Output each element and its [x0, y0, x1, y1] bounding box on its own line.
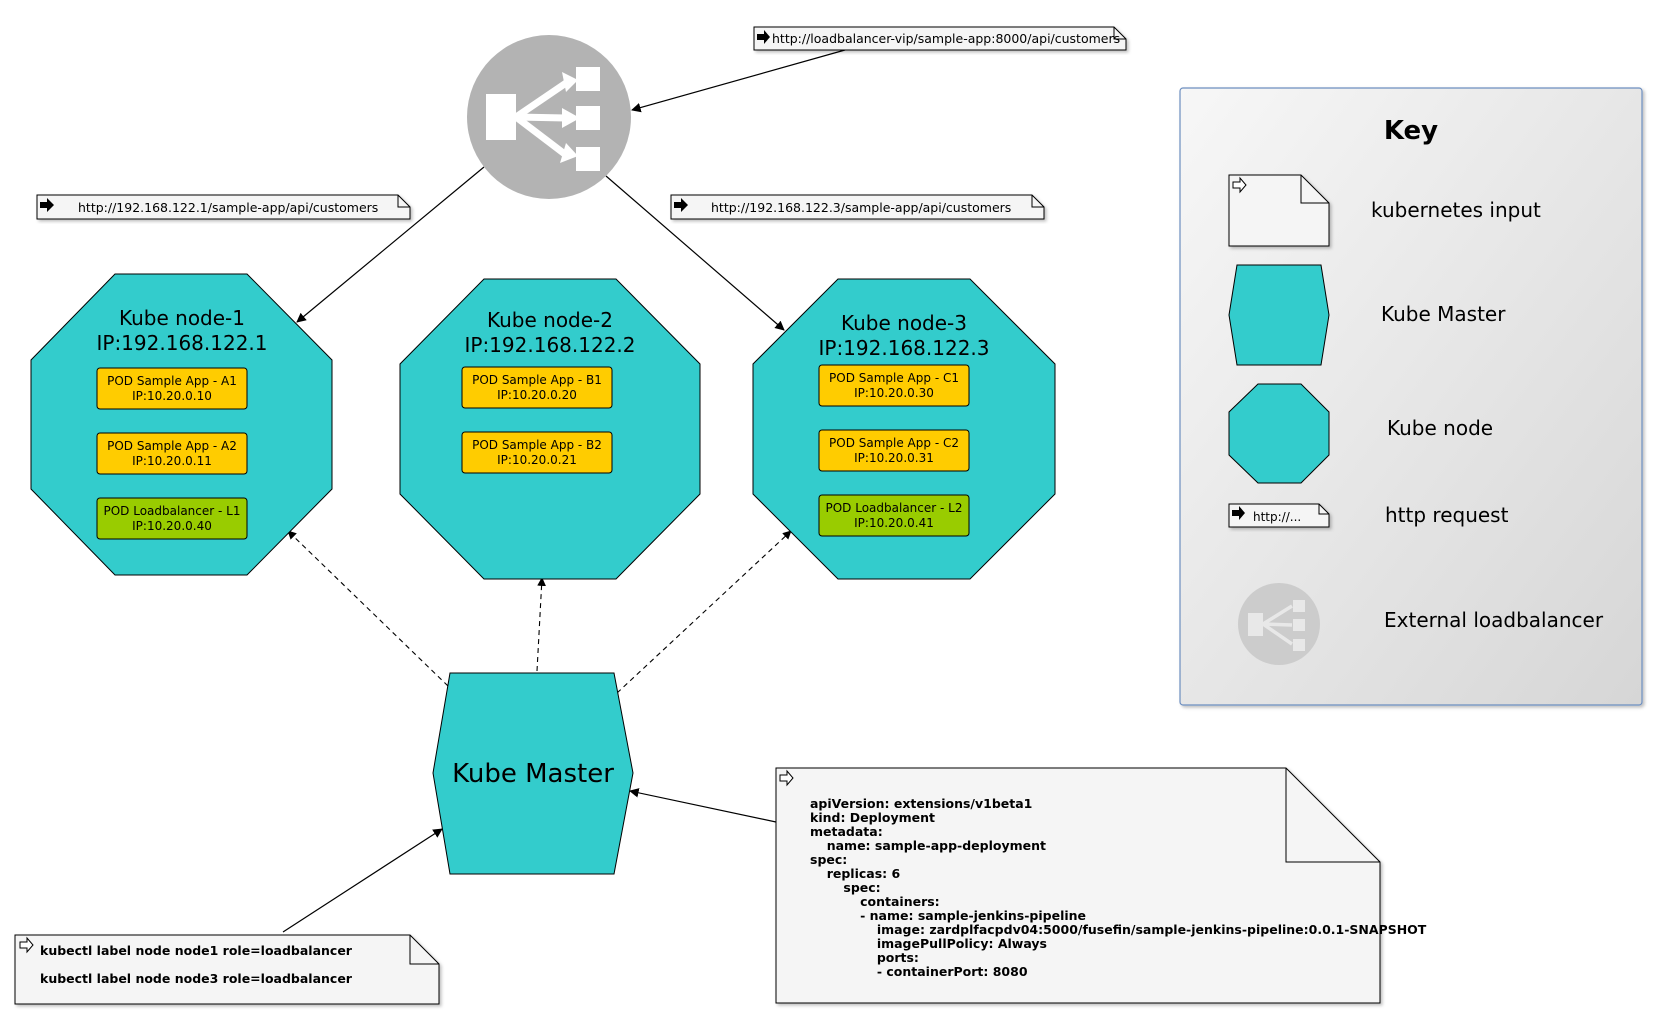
pod-sample-app-c2[interactable]: POD Sample App - C2 IP:10.20.0.31	[818, 429, 970, 472]
yaml-line: name: sample-app-deployment	[818, 838, 1046, 853]
pod-sample-app-a1[interactable]: POD Sample App - A1 IP:10.20.0.10	[96, 367, 248, 410]
http-note-node1: http://192.168.122.1/sample-app/api/cust…	[36, 194, 411, 220]
yaml-line: containers:	[834, 894, 940, 909]
key-label-input: kubernetes input	[1371, 198, 1541, 222]
master-to-node2-dashed-arrow	[536, 577, 546, 672]
pod-ip: IP:10.20.0.10	[132, 389, 212, 403]
kubectl-line-1: kubectl label node node1 role=loadbalanc…	[40, 943, 353, 958]
node-ip: IP:192.168.122.1	[96, 331, 267, 355]
key-item-external-loadbalancer: External loadbalancer	[1238, 583, 1604, 665]
master-to-node3-dashed-arrow	[616, 530, 792, 694]
loadbalancer-icon	[486, 67, 600, 171]
kube-node-2[interactable]: Kube node-2 IP:192.168.122.2 POD Sample …	[399, 278, 701, 580]
kube-master-label: Kube Master	[452, 759, 614, 789]
lb-to-node3-arrow	[605, 175, 785, 331]
pod-sample-app-c1[interactable]: POD Sample App - C1 IP:10.20.0.30	[818, 364, 970, 407]
yaml-line: image: zardplfacpdv04:5000/fusefin/sampl…	[842, 922, 1427, 937]
yaml-note-to-master-arrow	[629, 788, 777, 823]
kubectl-note: kubectl label node node1 role=loadbalanc…	[14, 934, 440, 1005]
yaml-content: apiVersion: extensions/v1beta1 kind: Dep…	[810, 796, 1457, 979]
black-arrow-icon	[1232, 506, 1245, 520]
pod-ip: IP:10.20.0.31	[854, 451, 934, 465]
master-to-node1-dashed-arrow	[287, 530, 449, 687]
pod-label: POD Loadbalancer - L1	[104, 504, 241, 518]
pod-label: POD Sample App - B1	[472, 373, 602, 387]
http-note-vip: http://loadbalancer-vip/sample-app:8000/…	[753, 26, 1127, 51]
node-ip: IP:192.168.122.3	[818, 336, 989, 360]
key-item-kube-node: Kube node	[1228, 383, 1493, 484]
pod-label: POD Sample App - C2	[829, 436, 959, 450]
http-note-node3: http://192.168.122.3/sample-app/api/cust…	[670, 194, 1045, 220]
yaml-line: replicas: 6	[818, 866, 900, 881]
key-request-sample: http://...	[1253, 510, 1301, 524]
lb-to-node1-arrow	[296, 166, 485, 323]
connectors	[282, 49, 846, 933]
pod-ip: IP:10.20.0.30	[854, 386, 934, 400]
black-arrow-icon	[757, 30, 770, 44]
pod-ip: IP:10.20.0.20	[497, 388, 577, 402]
pod-label: POD Loadbalancer - L2	[826, 501, 963, 515]
yaml-line: - name: sample-jenkins-pipeline	[834, 908, 1086, 923]
kube-master[interactable]: Kube Master	[432, 672, 634, 875]
http-note-node1-text: http://192.168.122.1/sample-app/api/cust…	[78, 200, 378, 215]
pod-ip: IP:10.20.0.11	[132, 454, 212, 468]
white-arrow-icon	[1232, 176, 1247, 194]
kube-node-1[interactable]: Kube node-1 IP:192.168.122.1 POD Sample …	[30, 273, 333, 576]
pod-sample-app-b1[interactable]: POD Sample App - B1 IP:10.20.0.20	[461, 366, 613, 409]
pod-label: POD Sample App - C1	[829, 371, 959, 385]
yaml-line: - containerPort: 8080	[842, 964, 1028, 979]
pod-label: POD Sample App - B2	[472, 438, 602, 452]
node-title: Kube node-2	[487, 308, 613, 332]
pod-ip: IP:10.20.0.21	[497, 453, 577, 467]
black-arrow-icon	[674, 198, 688, 212]
http-note-vip-text: http://loadbalancer-vip/sample-app:8000/…	[772, 31, 1120, 46]
pod-sample-app-b2[interactable]: POD Sample App - B2 IP:10.20.0.21	[461, 431, 613, 474]
pod-ip: IP:10.20.0.41	[854, 516, 934, 530]
yaml-line: spec:	[826, 880, 881, 895]
pod-label: POD Sample App - A2	[107, 439, 237, 453]
kube-node-3[interactable]: Kube node-3 IP:192.168.122.3 POD Sample …	[752, 278, 1056, 580]
kubectl-note-to-master-arrow	[282, 828, 443, 933]
external-loadbalancer[interactable]	[467, 35, 631, 199]
black-arrow-icon	[40, 198, 54, 212]
yaml-line: spec:	[810, 852, 847, 867]
deployment-yaml-note: apiVersion: extensions/v1beta1 kind: Dep…	[775, 767, 1457, 1004]
node-ip: IP:192.168.122.2	[464, 333, 635, 357]
yaml-line: metadata:	[810, 824, 883, 839]
loadbalancer-icon	[1248, 600, 1305, 651]
key-label-lb: External loadbalancer	[1384, 608, 1604, 632]
key-label-request: http request	[1385, 503, 1509, 527]
white-arrow-icon	[779, 769, 794, 787]
key-item-kubernetes-input: kubernetes input	[1228, 174, 1541, 247]
node-title: Kube node-1	[119, 306, 245, 330]
white-arrow-icon	[19, 936, 34, 954]
kubectl-line-2: kubectl label node node3 role=loadbalanc…	[40, 971, 353, 986]
pod-loadbalancer-l1[interactable]: POD Loadbalancer - L1 IP:10.20.0.40	[96, 497, 248, 540]
key-label-master: Kube Master	[1381, 302, 1506, 326]
yaml-line: imagePullPolicy: Always	[842, 936, 1047, 951]
key-panel: Key kubernetes input Kube Master Kube no…	[1179, 87, 1643, 706]
pod-label: POD Sample App - A1	[107, 374, 237, 388]
yaml-line: kind: Deployment	[810, 810, 935, 825]
http-note-node3-text: http://192.168.122.3/sample-app/api/cust…	[711, 200, 1011, 215]
key-title: Key	[1384, 116, 1438, 146]
pod-sample-app-a2[interactable]: POD Sample App - A2 IP:10.20.0.11	[96, 432, 248, 475]
node-title: Kube node-3	[841, 311, 967, 335]
key-item-kube-master: Kube Master	[1228, 264, 1506, 366]
vip-note-to-lb-arrow	[631, 49, 846, 113]
pod-loadbalancer-l2[interactable]: POD Loadbalancer - L2 IP:10.20.0.41	[818, 494, 970, 537]
yaml-line: ports:	[842, 950, 919, 965]
key-label-node: Kube node	[1387, 416, 1493, 440]
key-item-http-request: http://... http request	[1228, 503, 1509, 528]
yaml-line: apiVersion: extensions/v1beta1	[810, 796, 1032, 811]
pod-ip: IP:10.20.0.40	[132, 519, 212, 533]
